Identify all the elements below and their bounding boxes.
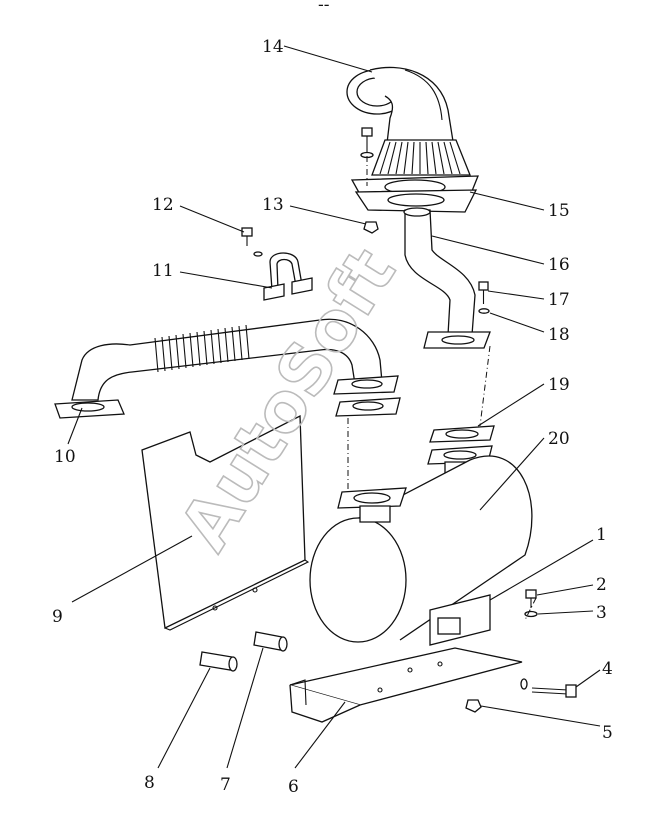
callout-14: 14: [262, 37, 284, 57]
part-14-exhaust-elbow: [346, 66, 471, 176]
leader-lines: [67, 45, 601, 769]
part-16-s-pipe: [403, 207, 491, 349]
callout-8: 8: [144, 773, 155, 793]
callout-6: 6: [288, 777, 299, 797]
part-13-nut: [363, 221, 379, 234]
callout-18: 18: [548, 325, 570, 345]
part-8-sleeve: [199, 651, 238, 672]
part-5-nut: [465, 699, 482, 713]
part-17-bolt: [478, 281, 489, 304]
part-10-flex-pipe: [54, 318, 401, 419]
callout-9: 9: [52, 607, 63, 627]
callout-20: 20: [548, 429, 570, 449]
callout-3: 3: [596, 603, 607, 623]
part-15-flange-gasket: [350, 175, 479, 213]
callout-4: 4: [602, 659, 613, 679]
part-20-muffler: [309, 455, 533, 643]
part-6-base-plate: [289, 647, 523, 723]
part-4-long-bolt: [520, 678, 577, 698]
callout-1: 1: [596, 525, 607, 545]
part-2-bolt: [525, 589, 537, 608]
callout-2: 2: [596, 575, 607, 595]
part-3-washer: [524, 610, 538, 618]
callout-10: 10: [54, 447, 76, 467]
part-12-bolt: [241, 227, 263, 257]
callout-13: 13: [262, 195, 284, 215]
callout-17: 17: [548, 290, 570, 310]
part-18-washer: [478, 308, 490, 314]
callout-5: 5: [602, 723, 613, 743]
callout-12: 12: [152, 195, 174, 215]
part-1-bracket: [429, 594, 491, 646]
part-11-u-clamp: [263, 252, 313, 301]
callout-19: 19: [548, 375, 570, 395]
callout-numbers: 14 12 13 11 15 16 17 18 19 20 1 2 3 4 5 …: [52, 37, 613, 797]
callout-16: 16: [548, 255, 570, 275]
part-9-heat-shield: [141, 414, 310, 631]
assembly-lines: [347, 156, 537, 621]
part-7-sleeve: [253, 631, 288, 652]
header-mark: --: [318, 0, 330, 15]
callout-7: 7: [220, 775, 231, 795]
callout-15: 15: [548, 201, 570, 221]
callout-11: 11: [152, 261, 174, 281]
